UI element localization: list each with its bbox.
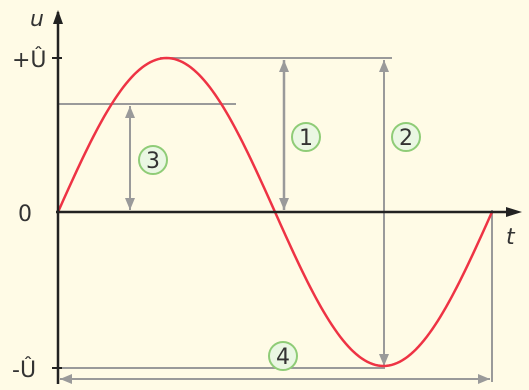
peak-to-peak-arrowhead-bottom: [379, 354, 389, 366]
marker-1-circle: [291, 122, 321, 152]
instantaneous-arrowhead-top: [125, 106, 135, 118]
peak-to-peak-arrowhead-top: [379, 60, 389, 72]
marker-1-label: 1: [299, 126, 313, 151]
tick-label-top: +Û: [12, 47, 47, 73]
marker-3: 3: [138, 145, 168, 175]
marker-4-circle: [268, 341, 298, 371]
marker-1: 1: [291, 122, 321, 152]
tick-label-zero: 0: [18, 202, 32, 227]
marker-2: 2: [391, 122, 421, 152]
x-axis-arrowhead: [506, 207, 522, 217]
period-arrowhead-left: [60, 374, 72, 384]
instantaneous-arrowhead-bottom: [125, 198, 135, 210]
y-axis-label: u: [30, 7, 44, 32]
marker-4: 4: [268, 341, 298, 371]
amplitude-arrowhead-bottom: [279, 198, 289, 210]
x-axis-label: t: [506, 225, 516, 250]
tick-label-bottom: -Û: [12, 357, 36, 383]
marker-2-circle: [391, 122, 421, 152]
marker-3-circle: [138, 145, 168, 175]
marker-3-label: 3: [146, 149, 160, 174]
y-axis-arrowhead: [53, 10, 63, 24]
amplitude-arrowhead-top: [279, 60, 289, 72]
marker-2-label: 2: [399, 126, 413, 151]
marker-4-label: 4: [276, 345, 290, 370]
period-arrowhead-right: [478, 374, 490, 384]
